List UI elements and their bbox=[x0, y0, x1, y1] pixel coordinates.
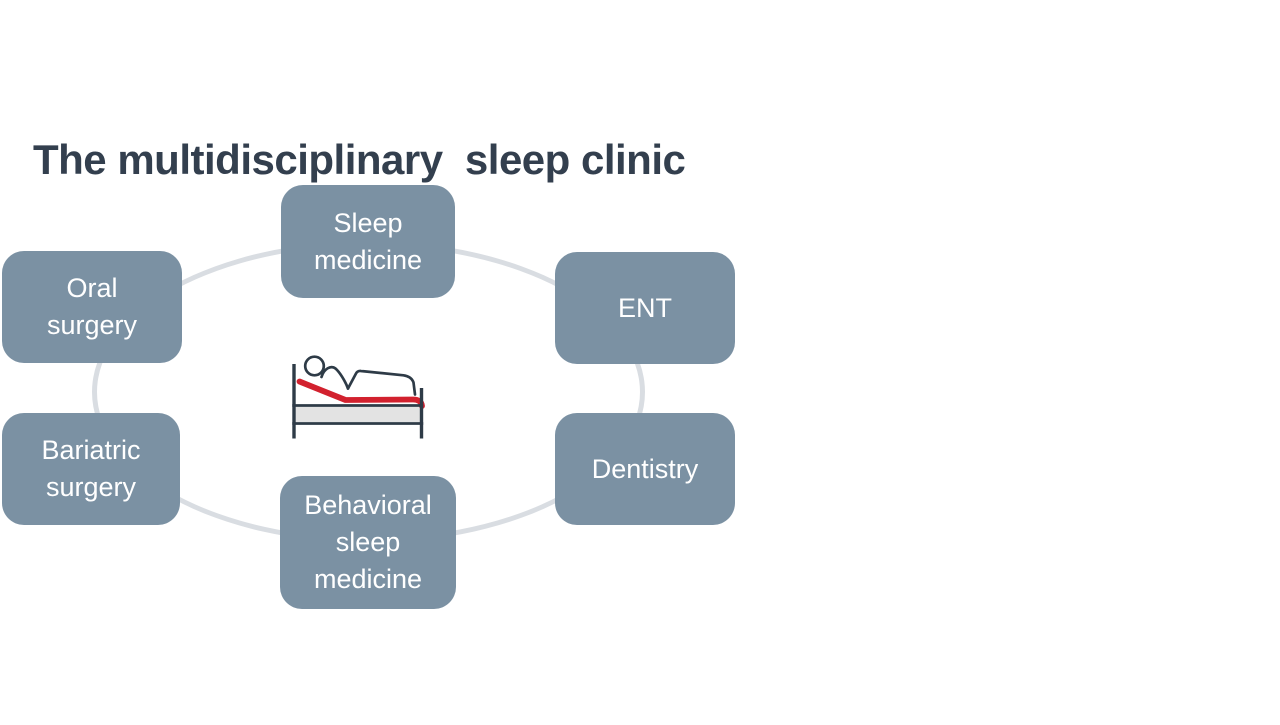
node-ent: ENT bbox=[555, 252, 735, 364]
node-label-line: Behavioral bbox=[304, 490, 432, 520]
node-label-line: Sleep bbox=[333, 207, 403, 238]
patient-in-bed-icon bbox=[292, 355, 425, 439]
node-label-line: medicine bbox=[313, 244, 423, 275]
node-oral-surgery: Oral surgery bbox=[2, 251, 182, 363]
blanket-outline bbox=[346, 369, 417, 396]
patient-head bbox=[303, 355, 326, 377]
node-behavioral-sleep-medicine: Behavioral sleep medicine bbox=[280, 476, 456, 609]
node-sleep-medicine: Sleep medicine bbox=[281, 185, 455, 298]
node-label-line: Dentistry bbox=[591, 453, 699, 484]
slide-title: The multidisciplinary sleep clinic bbox=[33, 136, 686, 184]
node-label-line: ENT bbox=[618, 292, 672, 323]
node-label-line: medicine bbox=[313, 564, 423, 594]
node-label-line: Bariatric bbox=[41, 435, 141, 465]
node-label-line: Oral bbox=[66, 273, 118, 303]
node-label-line: surgery bbox=[45, 472, 137, 502]
node-label-line: surgery bbox=[46, 310, 138, 340]
patient-shoulder-outline bbox=[320, 365, 350, 390]
node-bariatric-surgery: Bariatric surgery bbox=[2, 413, 180, 525]
mattress-base bbox=[295, 407, 421, 422]
node-dentistry: Dentistry bbox=[555, 413, 735, 525]
node-label-line: sleep bbox=[335, 527, 401, 557]
incline-mattress-accent bbox=[296, 378, 425, 409]
